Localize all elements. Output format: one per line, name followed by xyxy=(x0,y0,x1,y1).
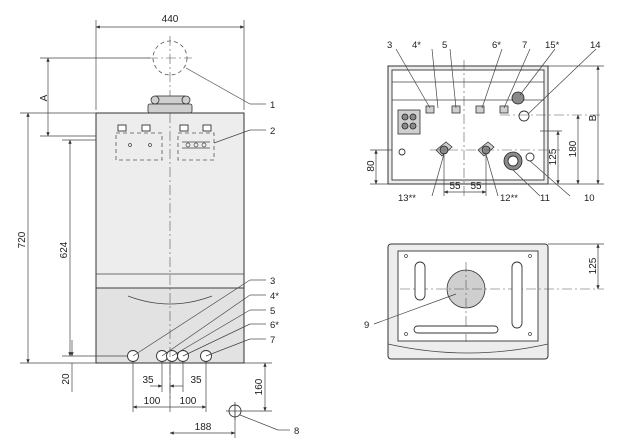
callout-5: 5 xyxy=(270,306,275,317)
callout-8: 8 xyxy=(294,426,299,437)
top-callout-4: 4* xyxy=(412,40,421,51)
top-callout-11: 11 xyxy=(540,193,550,204)
top-callout-14: 14 xyxy=(590,40,601,51)
dim-height-total-label: 720 xyxy=(17,231,28,248)
top-callout-3: 3 xyxy=(387,40,392,51)
top-callout-15: 15* xyxy=(545,40,560,51)
top-callout-5: 5 xyxy=(442,40,447,51)
dim-width-label: 440 xyxy=(162,14,179,25)
dim-55-left-label: 55 xyxy=(449,181,461,192)
front-callout-leaders xyxy=(132,67,290,431)
top-callout-10: 10 xyxy=(584,193,595,204)
dim-35-right-label: 35 xyxy=(190,375,202,386)
dim-180-label: 180 xyxy=(568,140,579,157)
callout-3: 3 xyxy=(270,276,275,287)
dim-125-top-label: 125 xyxy=(548,148,559,165)
dim-188-label: 188 xyxy=(195,422,212,433)
dim-a-label: A xyxy=(39,94,50,101)
dim-bottom-20-label: 20 xyxy=(61,373,72,385)
rear-view: 125 9 xyxy=(364,243,604,360)
dim-height-624-label: 624 xyxy=(59,241,70,258)
dim-b-label: B xyxy=(588,114,599,121)
dim-160-label: 160 xyxy=(254,378,265,395)
dim-35-left-label: 35 xyxy=(142,375,154,386)
top-callout-leaders xyxy=(395,48,597,197)
dim-55-right-label: 55 xyxy=(470,181,482,192)
callout-1: 1 xyxy=(270,100,275,111)
dashed-panel-left xyxy=(115,132,163,161)
top-callout-13: 13** xyxy=(398,193,416,204)
callout-7: 7 xyxy=(270,335,275,346)
dim-125-rear-label: 125 xyxy=(588,257,599,274)
dashed-panel-right xyxy=(177,132,215,161)
top-callout-6: 6* xyxy=(492,40,501,51)
top-view: B 180 125 80 55 55 xyxy=(366,40,604,204)
flue-adapter xyxy=(147,95,193,114)
top-callout-12: 12** xyxy=(500,193,518,204)
dim-100-left-label: 100 xyxy=(144,396,161,407)
dim-80-label: 80 xyxy=(366,160,377,172)
rear-callout-9: 9 xyxy=(364,320,369,331)
callout-4: 4* xyxy=(270,291,279,302)
dim-100-right-label: 100 xyxy=(180,396,197,407)
callout-6: 6* xyxy=(270,320,279,331)
callout-2: 2 xyxy=(270,126,275,137)
top-callout-7: 7 xyxy=(522,40,527,51)
front-view: 440 A 720 624 20 35 35 100 100 xyxy=(17,14,299,438)
